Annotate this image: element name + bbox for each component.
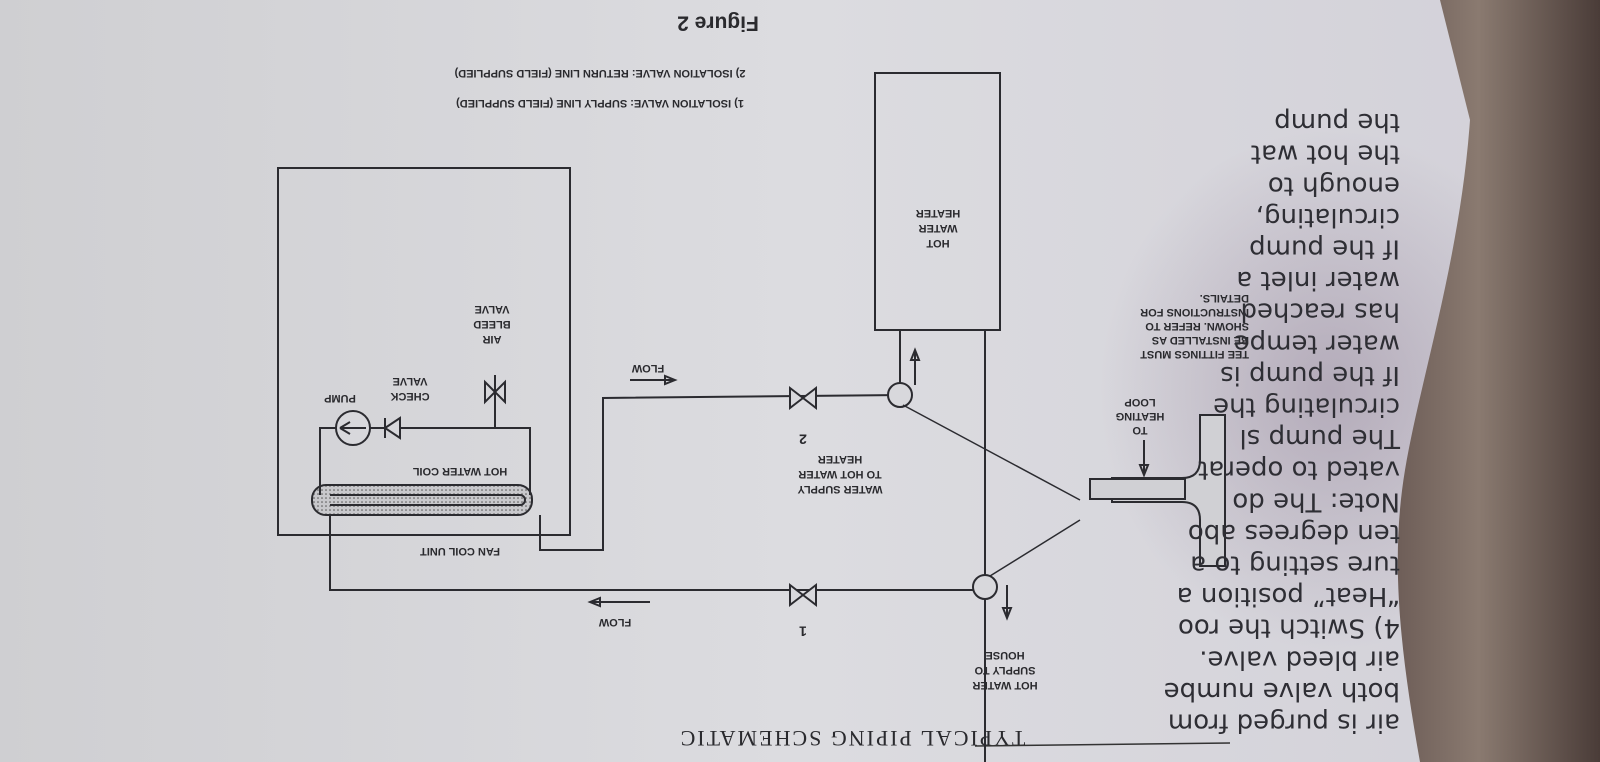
note-2: 2) ISOLATION VALVE: RETURN LINE (FIELD S… [454,67,745,79]
isolation-valve-2-icon [789,385,817,411]
return-pipe [329,515,975,591]
hot-water-heater [874,72,1001,331]
tee-note: TEE FITTINGS MUST BE INSTALLED AS SHOWN.… [1140,292,1249,360]
flow-arrow-icon [587,596,650,608]
body-text-line: circulating the [1213,392,1400,422]
air-bleed-valve-icon [484,375,506,428]
svg-text:WATER SUPPLY: WATER SUPPLY [797,483,883,495]
fan-coil-unit [277,167,571,536]
body-text-line: air is purged from [1168,708,1400,738]
down-arrow-icon [1001,585,1013,621]
check-valve-label: VALVE [392,375,427,387]
figure-caption: Figure 2 [677,11,759,34]
pump-label: PUMP [324,392,356,404]
callout-lines [902,404,1081,577]
body-text-line: The pump sl [1240,423,1401,453]
air-bleed-valve-label: AIR [482,333,501,345]
check-valve-label: CHECK [390,390,429,402]
fan-coil-unit-label: FAN COIL UNIT [420,545,500,557]
pump-arrow-icon [339,421,366,435]
hot-water-coil [311,484,533,516]
note-1: 1) ISOLATION VALVE: SUPPLY LINE (FIELD S… [456,97,744,109]
body-text-line: enough to [1268,170,1400,200]
body-text-line: “Heat” position a [1177,581,1400,611]
tee-branch [1089,478,1186,500]
svg-text:HEATER: HEATER [916,207,960,219]
body-text-line: ten degrees abo [1188,518,1400,548]
body-text-line: air bleed valve. [1199,644,1400,674]
body-text-line: If the pump [1249,234,1400,264]
svg-text:BE INSTALLED AS: BE INSTALLED AS [1152,334,1249,346]
svg-text:HOUSE: HOUSE [985,649,1024,661]
svg-text:INSTRUCTIONS FOR: INSTRUCTIONS FOR [1140,306,1249,318]
hot-water-coil-label: HOT WATER COIL [412,465,507,477]
body-text-line: Note: The do [1232,486,1400,516]
heating-loop-label: TO HEATING LOOP [1116,396,1165,436]
svg-text:TO: TO [1132,424,1148,436]
schematic-title: TYPICAL PIPING SCHEMATIC [679,726,1026,751]
body-text-line: 4) Switch the roo [1178,613,1400,643]
water-supply-heater-label: WATER SUPPLY TO HOT WATER HEATER [797,453,883,495]
flow-return-label: FLOW [598,616,631,628]
svg-text:HEATER: HEATER [818,453,862,465]
body-text-line: the hot wat [1251,139,1400,169]
svg-text:LOOP: LOOP [1124,396,1155,408]
hot-water-house-label: HOT WATER SUPPLY TO HOUSE [972,649,1037,691]
flow-supply-label: FLOW [631,362,664,374]
valve-2-label: 2 [799,431,807,447]
valve-1-label: 1 [799,623,807,639]
body-text-line: both valve numbe [1164,676,1400,706]
body-text-line: water inlet a [1236,265,1400,295]
body-text-line: water tempe [1234,328,1400,358]
isolation-valve-1-icon [789,582,817,608]
internal-pipe [319,427,531,495]
hot-water-heater-label: HOT WATER HEATER [916,207,960,249]
svg-text:HOT WATER: HOT WATER [972,679,1037,691]
svg-text:HEATING: HEATING [1116,410,1165,422]
svg-text:WATER: WATER [918,222,957,234]
down-arrow-icon [1138,440,1150,478]
body-text-line: has reached [1240,297,1400,327]
svg-text:DETAILS.: DETAILS. [1200,292,1249,304]
air-bleed-valve-label: VALVE [474,303,509,315]
coil-tube [330,494,526,506]
body-text-line: ture setting to a [1190,550,1400,580]
svg-text:HOT: HOT [926,237,950,249]
wooden-surface [1397,0,1600,762]
flow-arrow-icon [630,374,678,386]
air-bleed-valve-label: BLEED [473,318,510,330]
body-text-line: If the pump is [1220,360,1400,390]
tee-fitting-icon [972,574,998,600]
svg-text:TEE FITTINGS MUST: TEE FITTINGS MUST [1140,348,1249,360]
svg-text:TO HOT WATER: TO HOT WATER [798,468,881,480]
svg-text:SUPPLY TO: SUPPLY TO [974,664,1035,676]
body-text-line: circulating, [1256,202,1400,232]
body-text-line: the pump [1274,107,1400,137]
tee-fitting-icon [887,382,913,408]
check-valve-icon [383,416,401,440]
svg-text:SHOWN. REFER TO: SHOWN. REFER TO [1145,320,1249,332]
body-text-line: vated to operat [1198,455,1400,485]
up-arrow-icon [909,347,921,385]
divider [974,742,1231,747]
